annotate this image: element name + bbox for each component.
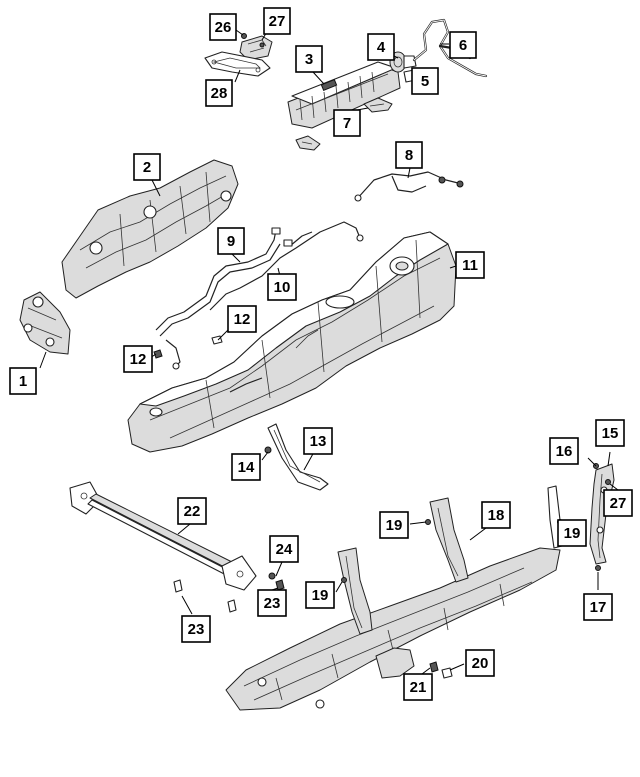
callout-8: 8 [395,141,423,169]
part-21-bracket [375,647,439,679]
svg-text:6: 6 [459,37,467,54]
part-24-nut [268,572,276,580]
callout-15: 15 [595,419,625,447]
callout-10: 10 [267,273,297,301]
svg-text:24: 24 [276,541,293,558]
callout-28: 27 [263,7,291,35]
callout-4: 4 [367,33,395,61]
callout-16: 16 [549,437,579,465]
callout-14: 14 [231,453,261,481]
part-3-vapor-canister [287,61,401,129]
svg-text:16: 16 [556,443,573,460]
part-10-fuel-line [209,221,364,311]
callout-6: 6 [449,31,477,59]
svg-text:18: 18 [488,507,505,524]
part-8-wiring-harness [354,171,464,202]
callout-11: 11 [455,251,485,279]
svg-text:10: 10 [274,279,291,296]
part-23-bolt [173,579,285,613]
part-28-valve-bracket [239,35,273,61]
callout-23-right: 23 [257,589,287,617]
callout-17: 17 [583,593,613,621]
callout-19-mid: 19 [379,511,409,539]
callout-29: 28 [205,79,233,107]
callout-12-lower: 12 [123,345,153,373]
svg-text:27: 27 [610,495,627,512]
part-19-mount-bracket-rear [337,547,373,635]
callout-2: 2 [133,153,161,181]
svg-text:8: 8 [405,147,413,164]
callout-20: 20 [465,649,495,677]
svg-text:7: 7 [343,115,351,132]
part-12-clip [153,349,163,359]
svg-text:15: 15 [602,425,619,442]
callout-13: 13 [303,427,333,455]
callout-22: 22 [177,497,207,525]
svg-text:13: 13 [310,433,327,450]
callout-5: 5 [411,67,439,95]
svg-text:12: 12 [234,311,251,328]
callout-19-front: 19 [557,519,587,547]
callout-9: 9 [217,227,245,255]
part-7-canister-brackets [295,97,393,151]
callout-19-rear: 19 [305,581,335,609]
svg-text:21: 21 [410,679,427,696]
svg-text:9: 9 [227,233,235,250]
part-17-nut [595,565,601,571]
svg-text:27: 27 [269,13,286,30]
callout-24: 24 [269,535,299,563]
svg-text:3: 3 [305,51,313,68]
svg-text:2: 2 [143,159,151,176]
part-14-bolt [264,446,272,454]
callout-12-upper: 12 [227,305,257,333]
svg-text:22: 22 [184,503,201,520]
callout-3: 3 [295,45,323,73]
svg-text:11: 11 [462,257,478,274]
part-2-heat-shield [61,159,239,299]
part-20-bolt [441,667,453,679]
part-18-skid-plate [225,547,561,711]
part-9-fuel-line [155,227,281,370]
callout-7: 7 [333,109,361,137]
part-26-nut [605,479,611,485]
svg-text:12: 12 [130,351,147,368]
svg-text:14: 14 [238,459,255,476]
svg-text:20: 20 [472,655,489,672]
svg-text:1: 1 [19,373,27,390]
part-11-fuel-tank [127,231,457,453]
svg-text:28: 28 [211,85,228,102]
part-13-tank-strap [267,423,329,491]
svg-text:17: 17 [590,599,607,616]
svg-text:4: 4 [377,39,386,56]
svg-text:19: 19 [564,525,581,542]
svg-text:19: 19 [386,517,403,534]
part-29-gasket-plate [204,51,271,77]
callout-21: 21 [403,673,433,701]
callout-18: 18 [481,501,511,529]
callout-23-left: 23 [181,615,211,643]
part-1-shield-plate [19,291,71,355]
svg-text:23: 23 [264,595,281,612]
callout-27: 26 [209,13,237,41]
callout-1: 1 [9,367,37,395]
svg-text:5: 5 [421,73,429,90]
svg-text:23: 23 [188,621,205,638]
part-19-mount-bracket-mid [429,497,469,583]
part-22-crossmember [69,481,257,591]
svg-text:26: 26 [215,19,232,36]
callout-26: 27 [603,489,633,517]
svg-text:19: 19 [312,587,329,604]
